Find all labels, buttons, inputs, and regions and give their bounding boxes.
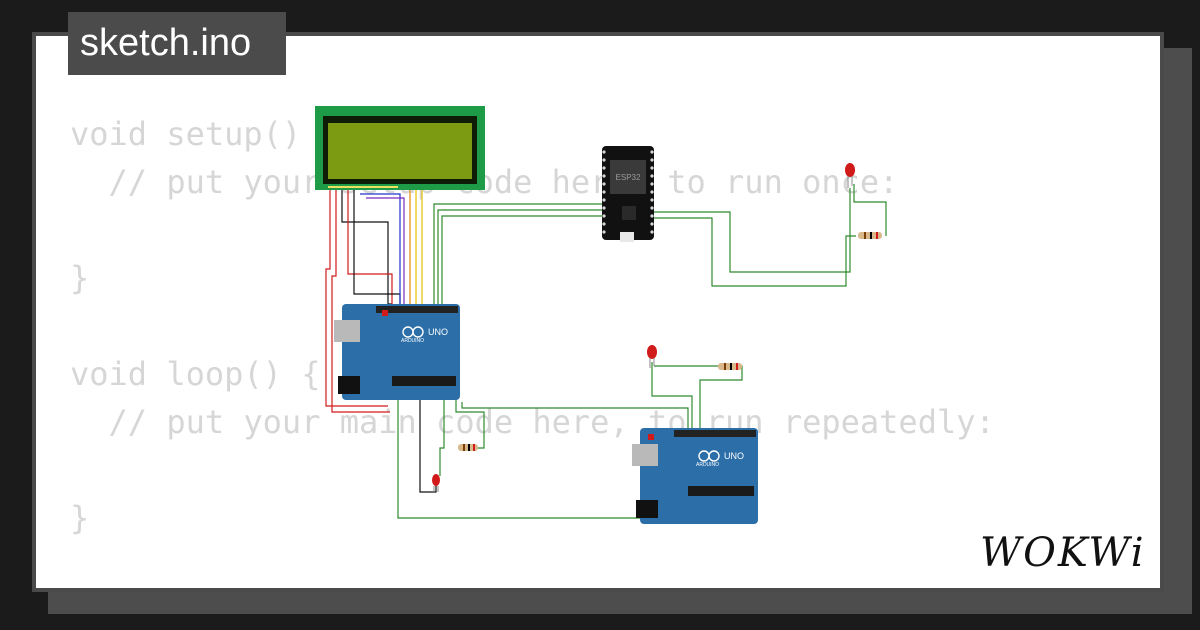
arduino-uno-2[interactable]: UNO ARDUINO bbox=[632, 428, 758, 524]
wire-ard-link1 bbox=[397, 396, 640, 519]
wire-ard1-green bbox=[455, 398, 485, 449]
lcd-display[interactable] bbox=[315, 106, 485, 190]
wire-ard2-res bbox=[654, 365, 743, 432]
arduino-1-sublabel: ARDUINO bbox=[401, 338, 424, 344]
led-middle[interactable] bbox=[647, 345, 657, 368]
arduino-2-sublabel: ARDUINO bbox=[696, 462, 719, 468]
esp32-board[interactable]: ESP32 bbox=[602, 146, 654, 242]
wire-esp-led bbox=[652, 188, 851, 273]
arduino-uno-1[interactable]: UNO ARDUINO bbox=[334, 304, 460, 400]
wire-lcd-black bbox=[341, 186, 392, 305]
arduino-1-label: UNO bbox=[428, 327, 448, 337]
wire-lcd-blue bbox=[360, 193, 404, 307]
wire-lcd-yellow bbox=[415, 186, 420, 307]
wire-esp-green3 bbox=[441, 215, 604, 306]
wire-esp-green2 bbox=[437, 209, 604, 306]
wire-lcd-orange bbox=[409, 186, 414, 307]
wire-lcd-purple bbox=[366, 197, 408, 307]
arduino-2-label: UNO bbox=[724, 451, 744, 461]
preview-card: void setup() { // put your setup code he… bbox=[32, 32, 1164, 592]
wire-lcd-yellow2 bbox=[421, 186, 428, 307]
wire-led-res bbox=[853, 184, 887, 236]
resistor-top-right[interactable] bbox=[858, 232, 882, 239]
esp32-label: ESP32 bbox=[616, 173, 641, 182]
wire-lcd-red3 bbox=[347, 186, 396, 307]
wire-esp-res bbox=[652, 217, 856, 287]
wire-esp-green1 bbox=[433, 203, 604, 306]
wokwi-logo: WOKWi bbox=[980, 530, 1146, 574]
wire-ard1-green2 bbox=[439, 398, 445, 476]
wire-lcd-red2 bbox=[331, 186, 390, 413]
led-bottom[interactable] bbox=[432, 474, 440, 492]
resistor-bottom[interactable] bbox=[458, 444, 478, 451]
file-tab[interactable]: sketch.ino bbox=[68, 12, 286, 75]
code-line: } bbox=[70, 259, 90, 297]
code-line: void loop() { bbox=[70, 355, 321, 393]
wire-ard-link2 bbox=[461, 402, 689, 432]
code-line: // put your main code here, to run repea… bbox=[70, 403, 995, 441]
wire-lcd-red bbox=[325, 186, 388, 407]
wire-ard2-led bbox=[651, 362, 693, 432]
led-top-right[interactable] bbox=[845, 163, 855, 188]
resistor-middle[interactable] bbox=[718, 363, 742, 370]
wokwi-logo-text: WOKWi bbox=[980, 530, 1146, 574]
circuit-diagram: ESP32 bbox=[315, 106, 887, 524]
code-line: } bbox=[70, 499, 90, 537]
wire-lcd-black2 bbox=[353, 186, 401, 306]
